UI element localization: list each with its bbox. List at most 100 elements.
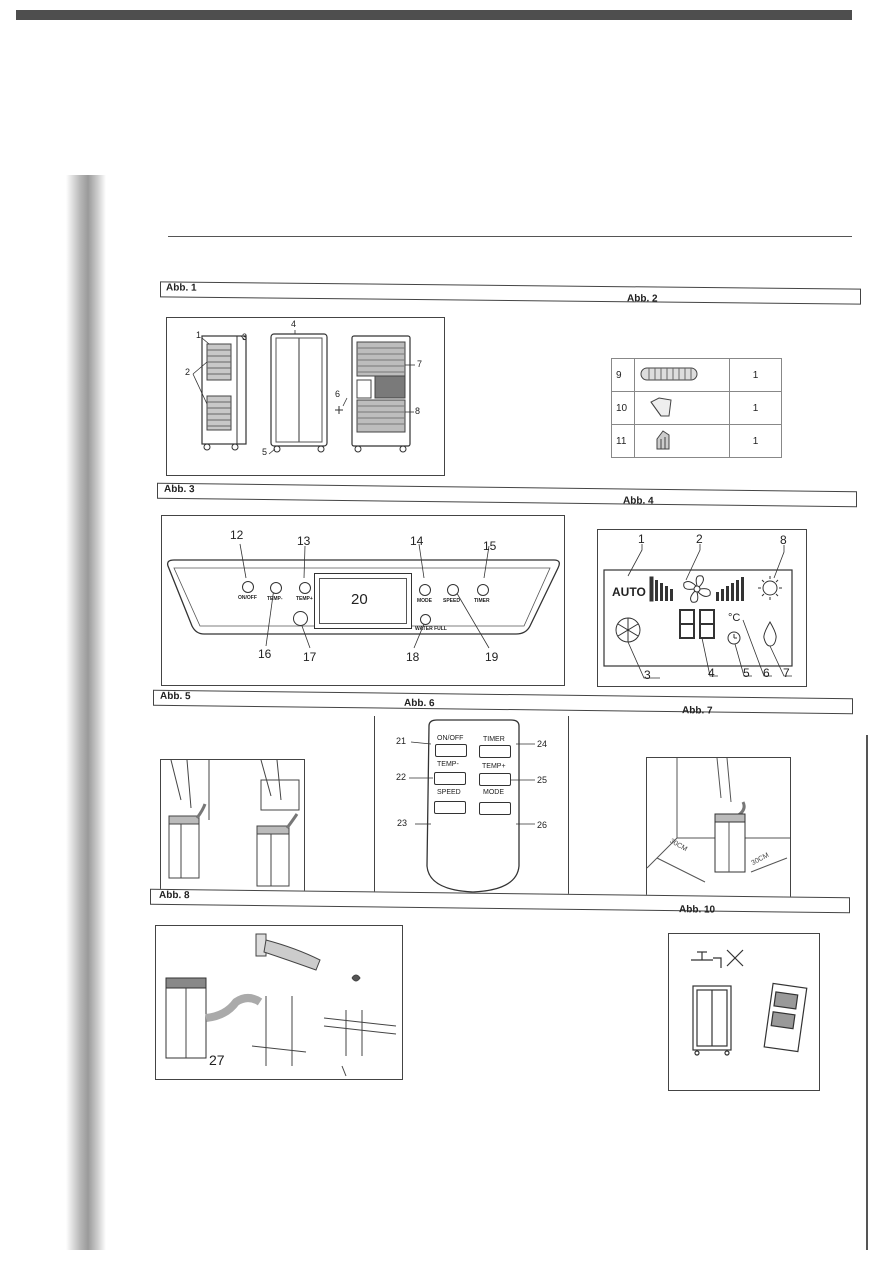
abb6-callout-22: 22 [396, 772, 407, 782]
scan-left-edge [66, 175, 106, 1250]
abb4-callout-7: 7 [783, 666, 790, 680]
abb6-callout-23: 23 [397, 818, 408, 828]
abb1-callout-3: 3 [242, 332, 248, 342]
accessory-quantity: 1 [729, 424, 782, 458]
abb8-hose-installation: 27 [155, 925, 403, 1080]
abb4-lcd-display: AUTO °C 1 2 3 4 5 6 7 8 [597, 529, 807, 687]
water-full-indicator [420, 614, 431, 625]
table-row: 11 1 [611, 424, 782, 458]
abb3-callout-19: 19 [485, 650, 499, 664]
abb2-accessory-table: 9 1 10 1 11 1 [611, 358, 782, 458]
abb1-callout-1: 1 [196, 330, 202, 340]
abb8-drawing [165, 933, 397, 1077]
temp-down-label: TEMP- [267, 596, 283, 602]
window-adapter-icon [634, 391, 730, 425]
abb6-callout-25: 25 [537, 775, 548, 785]
appliance-drawings [192, 330, 415, 455]
abb6-callout-26: 26 [537, 820, 548, 830]
abb3-callout-14: 14 [410, 534, 424, 548]
remote-onoff-label: ON/OFF [437, 735, 464, 742]
remote-timer-button[interactable] [479, 745, 511, 758]
abb10-tilt-warning [668, 933, 820, 1091]
figure-label-abb4: Abb. 4 [623, 495, 654, 507]
abb1-callout-7: 7 [417, 359, 423, 369]
onoff-knob [242, 581, 254, 593]
abb8-callout-27: 27 [209, 1052, 225, 1068]
abb4-callout-1: 1 [638, 532, 645, 546]
abb6-callout-21: 21 [396, 736, 407, 746]
abb5-installation-illustration [160, 759, 305, 893]
connector-icon [634, 424, 730, 458]
figure-label-abb5: Abb. 5 [160, 690, 191, 703]
abb1-appliance-views: 1 2 3 4 5 6 7 8 [166, 317, 445, 476]
speed-label: SPEED [443, 598, 460, 604]
display-window: 20 [314, 573, 412, 629]
scan-right-edge [866, 735, 868, 1250]
timer-knob [477, 584, 489, 596]
display-callout-20: 20 [351, 591, 368, 608]
hose-icon [634, 358, 730, 392]
remote-speed-button[interactable] [434, 801, 466, 814]
remote-mode-label: MODE [483, 789, 504, 796]
remote-temp-down-button[interactable] [434, 772, 466, 785]
figure-label-abb6: Abb. 6 [404, 697, 435, 710]
figure-label-abb7: Abb. 7 [682, 705, 713, 717]
figure-band-5-6-7: Abb. 5 Abb. 6 Abb. 7 [153, 689, 853, 717]
abb6-remote-control: ON/OFF TIMER TEMP- TEMP+ SPEED MODE 21 2… [374, 716, 569, 897]
abb1-callout-5: 5 [262, 447, 268, 457]
scan-top-bar [16, 10, 852, 20]
figure-band-3-4: Abb. 3 Abb. 4 [157, 482, 857, 508]
remote-mode-button[interactable] [479, 802, 511, 815]
remote-speed-label: SPEED [437, 789, 461, 796]
accessory-number: 10 [611, 391, 635, 425]
timer-label: TIMER [474, 598, 490, 604]
abb3-control-panel: 12 13 14 15 16 17 18 19 ON/OFF TEMP- TEM… [161, 515, 565, 686]
lcd-symbols [603, 544, 793, 679]
abb3-callout-17: 17 [303, 650, 317, 664]
abb4-callout-2: 2 [696, 532, 703, 546]
abb3-callout-13: 13 [297, 534, 311, 548]
mode-knob [293, 611, 308, 626]
remote-onoff-button[interactable] [435, 744, 467, 757]
table-row: 9 1 [611, 358, 782, 392]
abb6-callout-24: 24 [537, 739, 548, 749]
abb4-callout-3: 3 [644, 668, 651, 682]
abb5-drawing [168, 759, 300, 887]
accessory-quantity: 1 [729, 391, 782, 425]
abb1-callout-2: 2 [185, 367, 191, 377]
section-rule [168, 236, 852, 237]
accessory-number: 9 [611, 358, 635, 392]
speed-knob [447, 584, 459, 596]
figure-label-abb2: Abb. 2 [627, 293, 658, 305]
abb4-callout-5: 5 [743, 666, 750, 680]
abb3-callout-16: 16 [258, 647, 272, 661]
remote-temp-down-label: TEMP- [437, 761, 459, 768]
remote-outline [409, 719, 535, 893]
abb4-callout-8: 8 [780, 533, 787, 547]
figure-label-abb10: Abb. 10 [679, 904, 716, 916]
abb10-drawing [691, 949, 808, 1056]
figure-band-1-2: Abb. 1 Abb. 2 [160, 281, 861, 305]
remote-temp-up-label: TEMP+ [482, 763, 506, 770]
figure-label-abb3: Abb. 3 [164, 483, 195, 496]
celsius-indicator: °C [728, 612, 741, 624]
remote-timer-label: TIMER [483, 736, 505, 743]
abb1-callout-6: 6 [335, 389, 341, 399]
onoff-label: ON/OFF [238, 595, 257, 601]
mode-label: MODE [417, 598, 432, 604]
accessory-number: 11 [611, 424, 635, 458]
abb3-callout-18: 18 [406, 650, 420, 664]
abb4-callout-6: 6 [763, 666, 770, 680]
remote-temp-up-button[interactable] [479, 773, 511, 786]
abb3-callout-12: 12 [230, 528, 244, 542]
figure-label-abb8: Abb. 8 [159, 889, 190, 902]
abb7-clearance-illustration: 30CM 30CM [646, 757, 791, 903]
temp-up-label: TEMP+ [296, 596, 313, 602]
temp-down-knob [270, 582, 282, 594]
abb7-drawing [646, 757, 790, 883]
abb1-callout-8: 8 [415, 406, 421, 416]
abb1-callout-4: 4 [291, 319, 297, 329]
accessory-quantity: 1 [729, 358, 782, 392]
panel-outline [166, 543, 560, 649]
auto-indicator: AUTO [612, 585, 646, 599]
